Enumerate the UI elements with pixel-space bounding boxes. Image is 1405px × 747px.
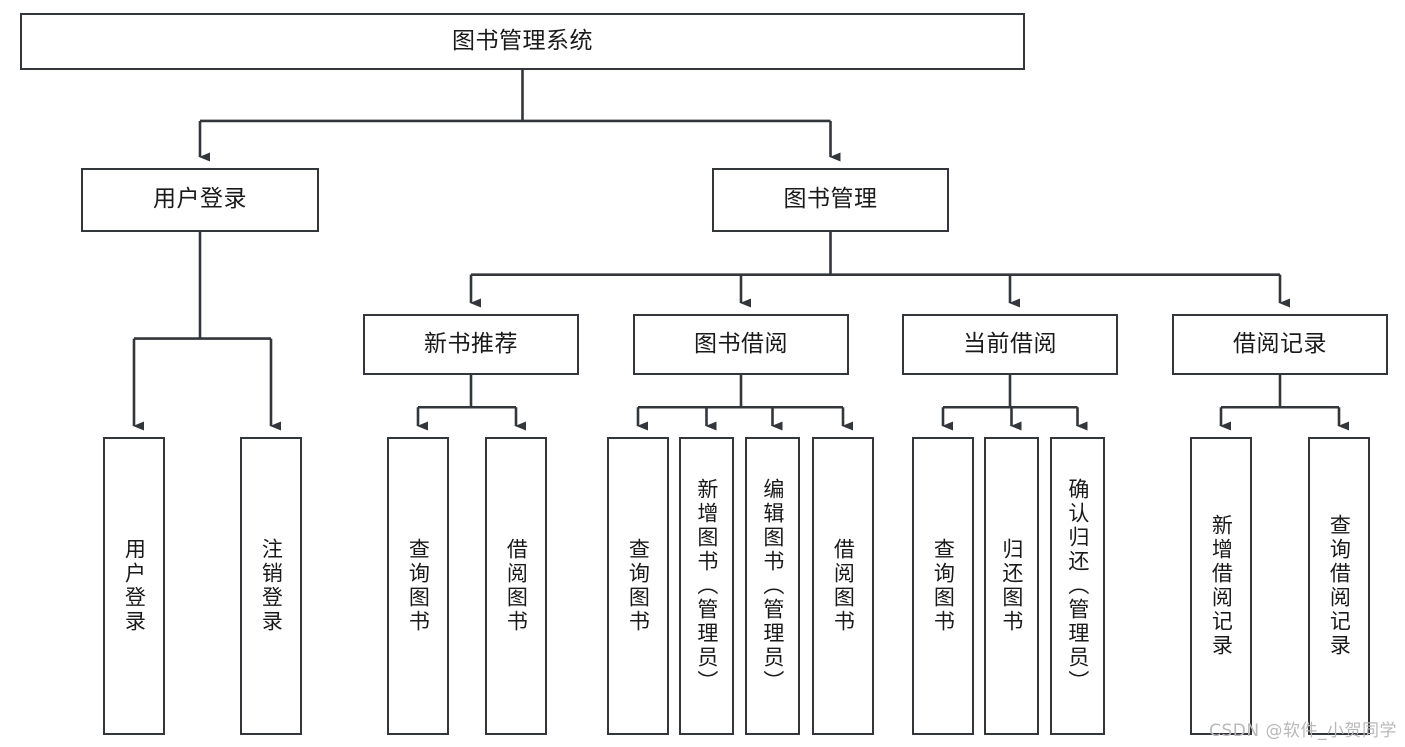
node-label-current-borrow: 当前借阅	[963, 330, 1057, 357]
node-label-leaf-confirm-return: 确认归还（管理员）	[1065, 478, 1090, 694]
node-borrow-record[interactable]: 借阅记录	[1172, 314, 1388, 375]
node-label-leaf-logout-login: 注销登录	[259, 538, 284, 634]
node-label-leaf-edit-book: 编辑图书（管理员）	[760, 478, 785, 694]
node-book-management[interactable]: 图书管理	[712, 168, 949, 232]
node-label-leaf-add-book: 新增图书（管理员）	[694, 478, 719, 694]
node-root[interactable]: 图书管理系统	[20, 13, 1025, 70]
node-label-leaf-query-book-3: 查询图书	[931, 538, 956, 634]
node-leaf-query-record[interactable]: 查询借阅记录	[1308, 437, 1370, 735]
node-label-leaf-add-record: 新增借阅记录	[1209, 514, 1234, 658]
node-label-leaf-query-book-1: 查询图书	[406, 538, 431, 634]
node-label-new-book-recommend: 新书推荐	[424, 330, 518, 357]
node-current-borrow[interactable]: 当前借阅	[902, 314, 1118, 375]
node-label-leaf-borrow-book-2: 借阅图书	[831, 538, 856, 634]
node-leaf-confirm-return[interactable]: 确认归还（管理员）	[1050, 437, 1105, 735]
node-label-leaf-borrow-book-1: 借阅图书	[504, 538, 529, 634]
node-label-leaf-query-book-2: 查询图书	[626, 538, 651, 634]
node-leaf-user-login[interactable]: 用户登录	[103, 437, 165, 735]
node-label-leaf-query-record: 查询借阅记录	[1327, 514, 1352, 658]
node-label-root: 图书管理系统	[452, 27, 593, 54]
node-book-borrow[interactable]: 图书借阅	[633, 314, 849, 375]
node-new-book-recommend[interactable]: 新书推荐	[363, 314, 579, 375]
node-label-book-management: 图书管理	[783, 186, 878, 213]
node-leaf-logout-login[interactable]: 注销登录	[240, 437, 302, 735]
node-leaf-return-book[interactable]: 归还图书	[984, 437, 1039, 735]
node-label-user-login: 用户登录	[153, 186, 247, 213]
node-label-borrow-record: 借阅记录	[1233, 330, 1327, 357]
node-user-login[interactable]: 用户登录	[81, 168, 319, 232]
node-leaf-query-book-1[interactable]: 查询图书	[387, 437, 449, 735]
node-leaf-borrow-book-1[interactable]: 借阅图书	[485, 437, 547, 735]
node-leaf-query-book-2[interactable]: 查询图书	[607, 437, 669, 735]
node-label-book-borrow: 图书借阅	[694, 330, 788, 357]
node-leaf-borrow-book-2[interactable]: 借阅图书	[812, 437, 874, 735]
node-label-leaf-user-login: 用户登录	[122, 538, 147, 634]
node-leaf-query-book-3[interactable]: 查询图书	[912, 437, 974, 735]
node-label-leaf-return-book: 归还图书	[999, 538, 1024, 634]
node-leaf-add-book[interactable]: 新增图书（管理员）	[679, 437, 734, 735]
node-leaf-add-record[interactable]: 新增借阅记录	[1190, 437, 1252, 735]
node-leaf-edit-book[interactable]: 编辑图书（管理员）	[745, 437, 800, 735]
